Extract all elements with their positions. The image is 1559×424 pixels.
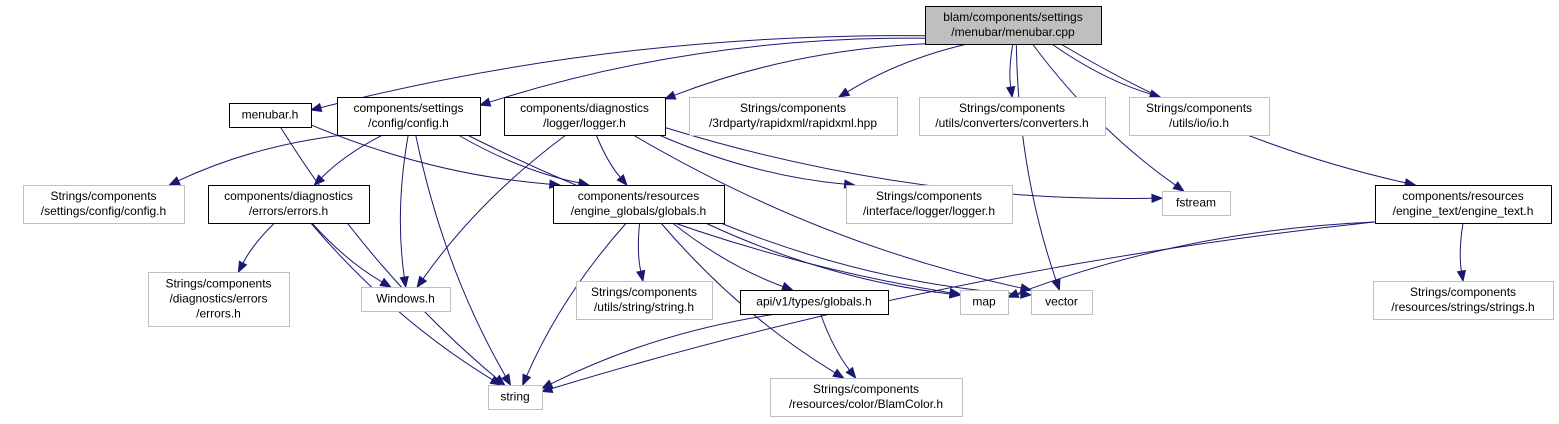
node-label-line: /errors.h	[196, 307, 241, 321]
node-label-line: Strings/components	[740, 101, 846, 115]
edge-engine_text-to-s_strings	[1456, 222, 1467, 283]
node-errors-h[interactable]: components/diagnostics/errors/errors.h	[208, 185, 370, 224]
node-io: Strings/components/utils/io/io.h	[1129, 97, 1270, 136]
node-map: map	[960, 290, 1009, 315]
node-label-line: Strings/components	[959, 101, 1065, 115]
edge-root-to-rapidxml	[837, 43, 968, 98]
node-label-line: /logger/logger.h	[543, 116, 626, 130]
edge-logger_h-to-windows	[416, 134, 567, 289]
node-label-line: /engine_text/engine_text.h	[1393, 204, 1534, 218]
node-label-line: fstream	[1176, 196, 1216, 210]
edge-api_globals-to-string	[540, 313, 777, 390]
node-label-line: Strings/components	[876, 189, 982, 203]
edge-root-to-converters	[1005, 43, 1016, 99]
edge-root-to-menubar_h	[309, 35, 926, 112]
edge-errors_h-to-windows	[311, 222, 392, 288]
node-label-line: components/diagnostics	[224, 189, 353, 203]
node-label-line: /utils/string/string.h	[594, 300, 694, 314]
node-label-line: menubar.h	[242, 108, 299, 122]
edge-root-to-logger_h	[663, 43, 926, 100]
node-label-line: /resources/strings/strings.h	[1391, 300, 1534, 314]
nodes-layer: blam/components/settings/menubar/menubar…	[23, 6, 1554, 417]
node-menubar-h[interactable]: menubar.h	[229, 103, 312, 128]
node-engine-text[interactable]: components/resources/engine_text/engine_…	[1375, 185, 1552, 224]
node-s-logger: Strings/components/interface/logger/logg…	[846, 185, 1013, 224]
node-label-line: components/settings	[353, 101, 463, 115]
node-s-strings: Strings/components/resources/strings/str…	[1373, 281, 1554, 320]
edge-globals_h-to-map	[705, 222, 962, 299]
node-fstream: fstream	[1162, 191, 1231, 216]
node-label-line: Windows.h	[376, 292, 435, 306]
node-label-line: Strings/components	[165, 277, 271, 291]
node-rapidxml: Strings/components/3rdparty/rapidxml/rap…	[689, 97, 898, 136]
edge-globals_h-to-s_string	[636, 222, 646, 283]
edge-menubar_h-to-string	[279, 126, 506, 386]
edge-logger_h-to-globals_h	[595, 134, 628, 187]
edge-config_h-to-s_config	[168, 134, 343, 186]
node-label-line: Strings/components	[50, 189, 156, 203]
node-s-errors: Strings/components/diagnostics/errors/er…	[148, 272, 290, 327]
node-label-line: /3rdparty/rapidxml/rapidxml.hpp	[709, 116, 877, 130]
node-label-line: blam/components/settings	[943, 10, 1082, 24]
node-label-line: /engine_globals/globals.h	[571, 204, 706, 218]
edge-config_h-to-globals_h	[457, 134, 591, 188]
node-string: string	[488, 385, 543, 410]
node-windows: Windows.h	[361, 287, 451, 312]
edge-config_h-to-windows	[399, 134, 409, 289]
node-label-line: /resources/color/BlamColor.h	[789, 397, 943, 411]
node-s-string: Strings/components/utils/string/string.h	[576, 281, 713, 320]
node-label-line: /config/config.h	[368, 116, 449, 130]
node-label-line: components/diagnostics	[520, 101, 649, 115]
node-globals-h[interactable]: components/resources/engine_globals/glob…	[553, 185, 725, 224]
node-label-line: /errors/errors.h	[249, 204, 328, 218]
node-label-line: /utils/converters/converters.h	[935, 116, 1088, 130]
node-s-config: Strings/components/settings/config/confi…	[23, 185, 185, 224]
node-converters: Strings/components/utils/converters/conv…	[919, 97, 1106, 136]
edge-errors_h-to-s_errors	[237, 222, 275, 274]
edge-engine_text-to-map	[1006, 221, 1376, 298]
node-label-line: /settings/config/config.h	[41, 204, 166, 218]
node-label-line: vector	[1045, 295, 1078, 309]
node-label-line: /menubar/menubar.cpp	[951, 25, 1075, 39]
node-label-line: map	[972, 295, 996, 309]
edge-globals_h-to-vector	[720, 222, 1033, 299]
edge-globals_h-to-api_globals	[672, 222, 794, 291]
edge-config_h-to-errors_h	[313, 134, 383, 186]
node-vector: vector	[1031, 290, 1093, 315]
node-label-line: Strings/components	[813, 382, 919, 396]
node-blamcolor: Strings/components/resources/color/BlamC…	[770, 378, 963, 417]
edge-api_globals-to-blamcolor	[820, 313, 857, 380]
node-label-line: /interface/logger/logger.h	[863, 204, 995, 218]
node-label-line: Strings/components	[1146, 101, 1252, 115]
node-label-line: components/resources	[578, 189, 699, 203]
node-label-line: /diagnostics/errors	[169, 292, 267, 306]
node-label-line: api/v1/types/globals.h	[756, 295, 871, 309]
node-label-line: string	[500, 390, 529, 404]
node-api-globals[interactable]: api/v1/types/globals.h	[740, 290, 889, 315]
edge-root-to-vector	[1015, 43, 1061, 292]
node-label-line: Strings/components	[1410, 285, 1516, 299]
edge-root-to-config_h	[478, 37, 926, 107]
node-label-line: /utils/io/io.h	[1169, 116, 1229, 130]
edge-logger_h-to-s_logger	[658, 134, 856, 189]
edge-logger_h-to-fstream	[664, 127, 1164, 204]
node-root: blam/components/settings/menubar/menubar…	[925, 6, 1102, 45]
node-label-line: components/resources	[1402, 189, 1523, 203]
edge-globals_h-to-string	[522, 222, 627, 387]
edge-config_h-to-string	[415, 134, 512, 387]
node-config-h[interactable]: components/settings/config/config.h	[337, 97, 481, 136]
node-logger-h[interactable]: components/diagnostics/logger/logger.h	[504, 97, 666, 136]
node-label-line: Strings/components	[591, 285, 697, 299]
